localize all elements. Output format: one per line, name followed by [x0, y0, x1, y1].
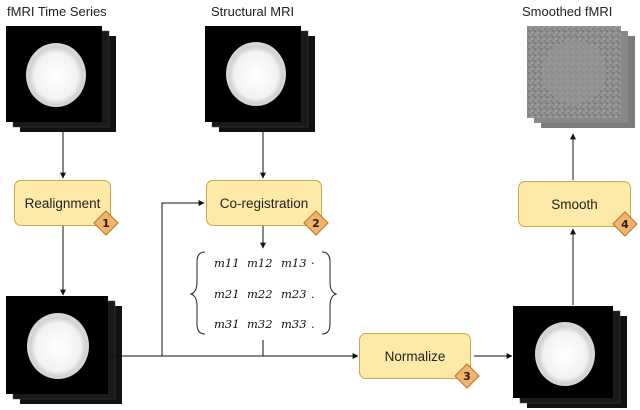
transform-matrix-brackets	[189, 251, 338, 335]
label-fmri-time-series: fMRI Time Series	[7, 4, 107, 19]
structural-mri-stack	[205, 26, 315, 132]
matrix-cell: m12	[247, 256, 273, 270]
matrix-cell: m33	[281, 317, 307, 331]
label-smoothed-fmri: Smoothed fMRI	[522, 4, 613, 19]
step-co-registration[interactable]: Co-registration	[206, 180, 322, 226]
matrix-cell: .	[311, 287, 315, 301]
step-smooth-label: Smooth	[551, 196, 598, 212]
realigned-fmri-stack	[6, 296, 122, 404]
matrix-cell: m32	[247, 317, 273, 331]
normalized-fmri-stack	[513, 306, 627, 408]
step-realignment-label: Realignment	[24, 195, 101, 211]
arrow-branch-to-coregistration	[161, 200, 205, 356]
matrix-cell: m21	[214, 287, 240, 301]
matrix-cell: m31	[214, 317, 240, 331]
label-structural-mri: Structural MRI	[211, 4, 295, 19]
matrix-cell: m11	[214, 256, 240, 270]
step-realignment[interactable]: Realignment	[14, 180, 111, 226]
step-co-registration-label: Co-registration	[219, 195, 309, 211]
step-normalize[interactable]: Normalize	[359, 333, 471, 379]
connectors	[60, 132, 576, 359]
matrix-cell: .	[311, 317, 315, 331]
fmri-time-series-stack	[6, 26, 116, 132]
matrix-cell: m22	[247, 287, 273, 301]
step-smooth[interactable]: Smooth	[518, 181, 631, 227]
matrix-cell: m23	[281, 287, 307, 301]
matrix-cell: ·	[311, 256, 315, 270]
smoothed-fmri-stack	[527, 26, 635, 128]
step-normalize-label: Normalize	[384, 348, 446, 364]
matrix-cell: m13	[281, 256, 307, 270]
